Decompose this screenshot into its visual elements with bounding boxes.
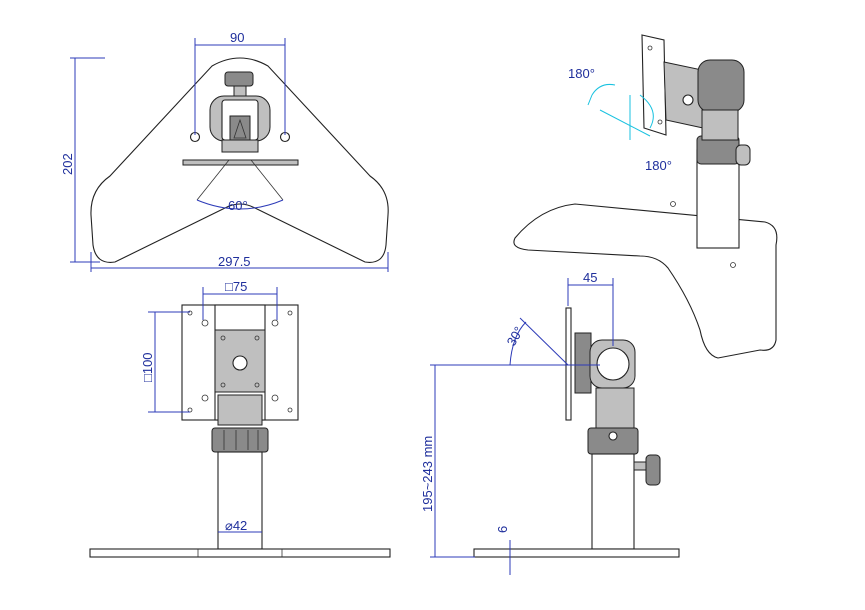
front-view-pole-diameter-label: ⌀42 bbox=[225, 518, 247, 533]
front-view-collar bbox=[211, 427, 269, 453]
front-view-vesa-label: □75 bbox=[225, 279, 247, 294]
side-view-base-thickness-label: 6 bbox=[495, 526, 510, 533]
iso-view-hinge-head bbox=[697, 59, 745, 113]
iso-view-rotation-arrow-icon bbox=[599, 95, 651, 140]
side-view-height-label: 195~243 mm bbox=[420, 436, 435, 512]
top-view-knob bbox=[224, 71, 254, 87]
top-view-base-width-label: 297.5 bbox=[218, 254, 251, 269]
top-view-plate bbox=[182, 159, 299, 166]
iso-view-rotation-top-label: 180° bbox=[568, 66, 595, 81]
side-view-tilt-label: 30° bbox=[504, 324, 527, 349]
front-view-base bbox=[89, 548, 391, 558]
front-view-vesa-vertical-label: □100 bbox=[140, 352, 155, 382]
side-view-monitor-plate bbox=[565, 307, 572, 421]
top-view-width-label: 90 bbox=[230, 30, 244, 45]
isometric-view: 180° 180° bbox=[513, 34, 778, 359]
side-view-base bbox=[473, 548, 680, 558]
top-view: 60° 90 202 297.5 bbox=[60, 30, 389, 272]
top-view-height-label: 202 bbox=[60, 153, 75, 175]
side-view-pole bbox=[591, 453, 635, 550]
side-view: 45 30° 195~243 mm 6 bbox=[420, 270, 680, 575]
side-view-knob bbox=[645, 454, 661, 486]
iso-view-monitor-plate bbox=[641, 34, 667, 136]
front-view: □75 □100 ⌀42 bbox=[89, 279, 391, 558]
front-view-pole bbox=[217, 451, 263, 550]
iso-view-pole bbox=[696, 149, 740, 249]
iso-view-rotation-bottom-label: 180° bbox=[645, 158, 672, 173]
top-view-angle-label: 60° bbox=[228, 198, 248, 213]
side-view-offset-label: 45 bbox=[583, 270, 597, 285]
